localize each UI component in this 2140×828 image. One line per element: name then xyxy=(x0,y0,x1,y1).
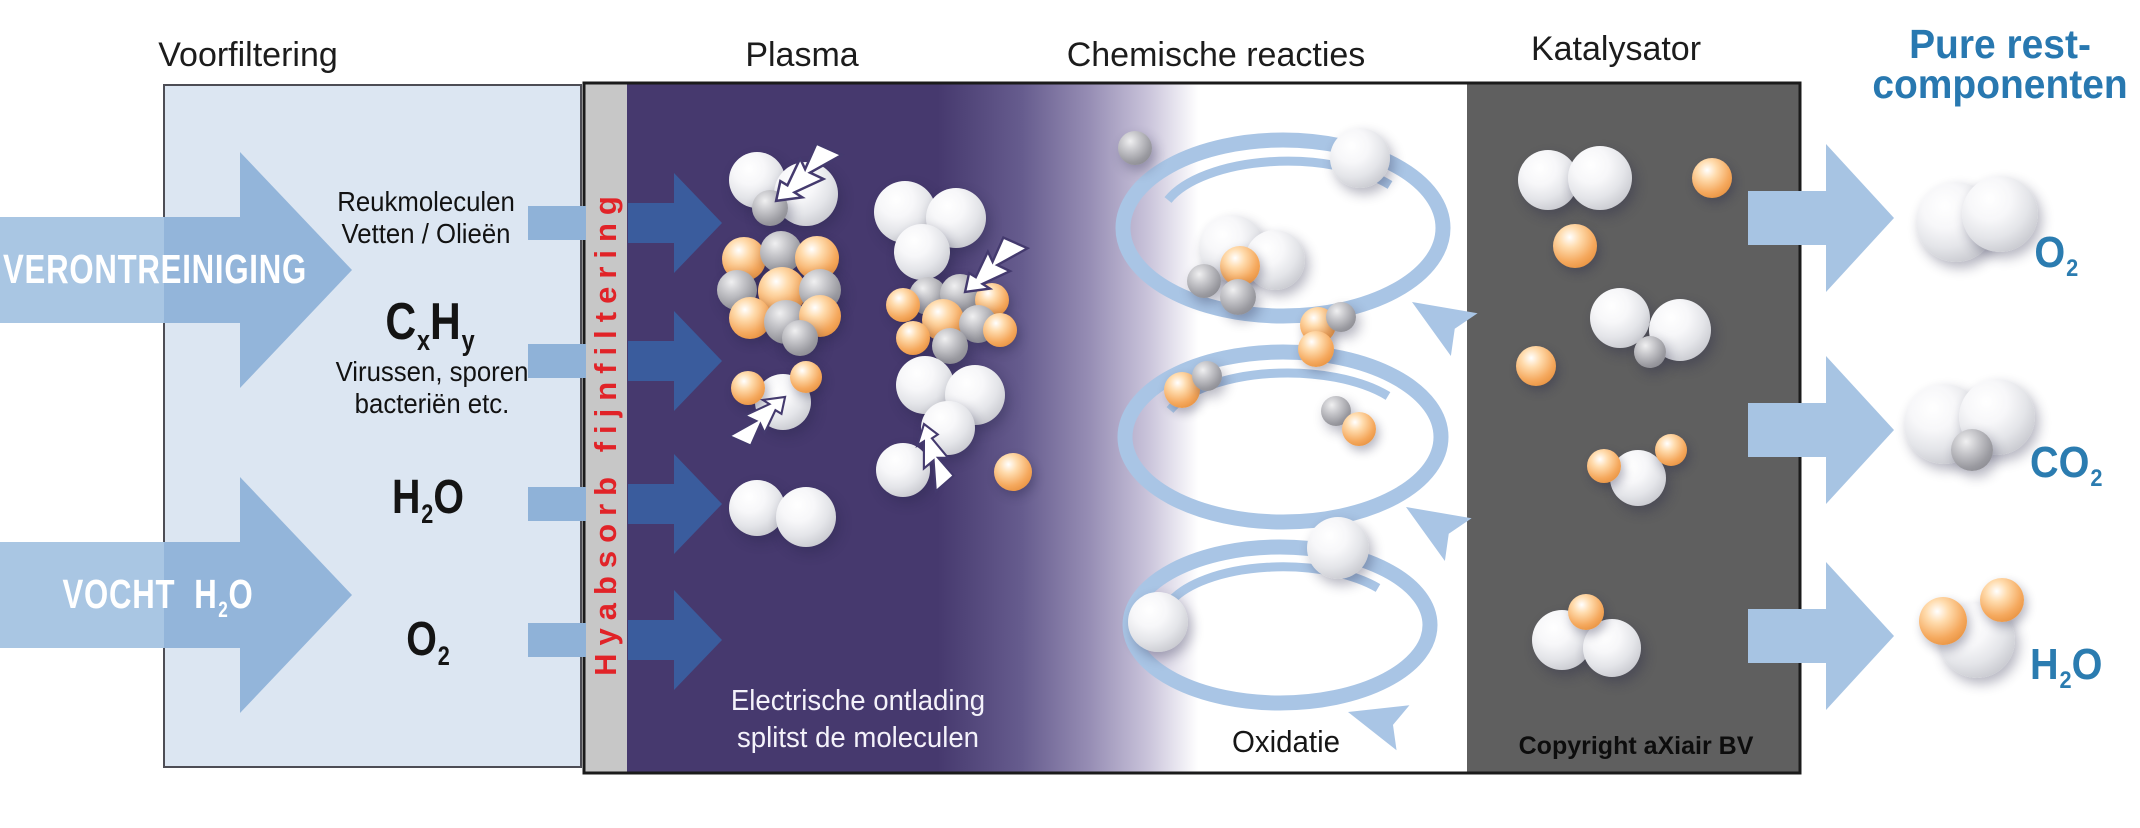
gray-atom-sphere xyxy=(1118,131,1152,165)
orange-atom-sphere xyxy=(1568,594,1604,630)
white-atom-sphere xyxy=(876,443,930,497)
stage-title-katalysator: Katalysator xyxy=(1530,30,1702,68)
output-arrows xyxy=(1748,144,1894,710)
result-title: Pure rest- componenten xyxy=(1872,21,2128,107)
orange-atom-sphere xyxy=(886,288,920,322)
orange-atom-sphere xyxy=(790,361,822,393)
gray-atom-sphere xyxy=(1951,429,1993,471)
copyright-label: Copyright aXiair BV xyxy=(1518,732,1754,760)
orange-atom-sphere xyxy=(896,321,930,355)
orange-atom-sphere xyxy=(994,453,1032,491)
gray-atom-sphere xyxy=(1187,264,1221,298)
orange-atom-sphere xyxy=(1298,331,1334,367)
prefilter-outflow-tabs xyxy=(528,206,586,657)
plasma-caption: Electrische ontlading splitst de molecul… xyxy=(730,685,986,754)
contamination-label: VERONTREINIGING xyxy=(3,246,307,292)
white-atom-sphere xyxy=(1307,517,1369,579)
prefilter-item-o2-formula: O2 xyxy=(406,613,450,672)
contamination-inflow-arrow xyxy=(0,152,352,388)
stage-title-chemische-reacties: Chemische reacties xyxy=(1066,36,1366,74)
white-atom-sphere xyxy=(921,401,975,455)
output-label-o2: O2 xyxy=(2034,228,2079,283)
prefilter-panel xyxy=(163,84,582,768)
orange-atom-sphere xyxy=(1342,412,1376,446)
fine-filter-strip-label: Hyabsorb fijnfiltering xyxy=(588,188,623,676)
orange-atom-sphere xyxy=(1587,449,1621,483)
white-atom-sphere xyxy=(1568,146,1632,210)
gray-atom-sphere xyxy=(782,320,818,356)
plasma-inflow-arrows xyxy=(628,173,722,690)
white-atom-sphere xyxy=(1330,128,1390,188)
moisture-inflow-arrow xyxy=(0,477,352,713)
gray-atom-sphere xyxy=(1634,336,1666,368)
white-atom-sphere xyxy=(894,224,950,280)
white-atom-sphere xyxy=(729,480,785,536)
output-label-h2o: H2O xyxy=(2030,640,2103,695)
prefilter-item-h2o-formula: H2O xyxy=(392,471,464,530)
gray-atom-sphere xyxy=(932,328,968,364)
gray-atom-sphere xyxy=(752,190,788,226)
fine-filter-strip xyxy=(584,83,627,773)
orange-atom-sphere xyxy=(1553,224,1597,268)
prefilter-item-viruses: Virussen, sporen bacteriën etc. xyxy=(335,356,529,419)
gray-atom-sphere xyxy=(1220,279,1256,315)
white-atom-sphere xyxy=(1128,592,1188,652)
orange-atom-sphere xyxy=(1919,597,1967,645)
prefilter-item-cxhy-formula: CxHy xyxy=(385,293,475,357)
orange-atom-sphere xyxy=(1655,434,1687,466)
orange-atom-sphere xyxy=(1980,578,2024,622)
stage-title-plasma: Plasma xyxy=(745,36,859,74)
white-atom-sphere xyxy=(1962,176,2038,252)
gray-atom-sphere xyxy=(1326,302,1356,332)
orange-atom-sphere xyxy=(1516,346,1556,386)
orange-atom-sphere xyxy=(983,313,1017,347)
orange-atom-sphere xyxy=(731,371,765,405)
moisture-label: VOCHT H2O xyxy=(62,571,254,622)
orange-atom-sphere xyxy=(1692,158,1732,198)
prefilter-item-odor: Reukmoleculen Vetten / Olieën xyxy=(337,186,515,249)
gray-atom-sphere xyxy=(1192,361,1222,391)
white-atom-sphere xyxy=(776,487,836,547)
output-label-co2: CO2 xyxy=(2030,438,2103,493)
oxidation-caption: Oxidatie xyxy=(1231,724,1341,759)
stage-title-voorfiltering: Voorfiltering xyxy=(158,36,338,74)
